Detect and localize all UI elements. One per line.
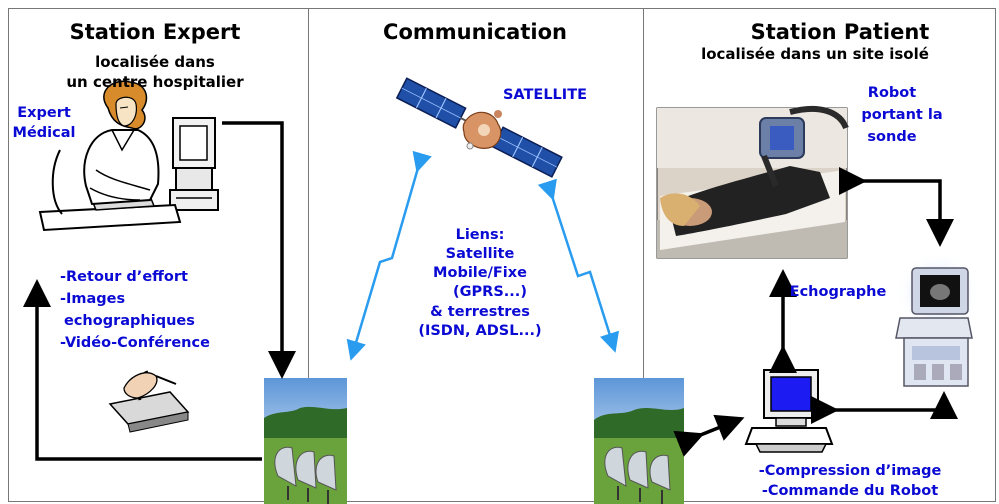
diagram-frame xyxy=(8,8,996,502)
satellite-link-left xyxy=(346,150,432,361)
links-line: & terrestres xyxy=(430,304,530,320)
expert-list-item: -Retour d’effort xyxy=(60,269,188,285)
satellite-label: SATELLITE xyxy=(502,87,587,103)
patient-title: Station Patient xyxy=(750,20,930,44)
doctor-at-computer-icon xyxy=(38,80,219,232)
expert-list-item: -Vidéo-Conférence xyxy=(60,335,210,351)
expert-person-label-line1: Expert xyxy=(17,105,71,121)
robot-label-line: sonde xyxy=(867,129,917,145)
antenna-to-expert-arrow xyxy=(23,279,262,461)
links-line: Mobile/Fixe xyxy=(433,265,527,281)
expert-subtitle-line1: localisée dans xyxy=(95,53,215,71)
echograph-label: Echographe xyxy=(789,284,887,300)
column-divider-left xyxy=(308,8,309,504)
robot-label-line: Robot xyxy=(867,85,917,101)
links-line: (ISDN, ADSL...) xyxy=(418,323,542,339)
antenna-dish-icon xyxy=(594,378,684,504)
communication-title: Communication xyxy=(383,20,567,44)
robot-label-line: portant la xyxy=(861,107,943,123)
computer-echograph-arrow xyxy=(811,391,958,424)
echograph-machine-icon xyxy=(895,252,980,387)
links-line: (GPRS...) xyxy=(453,284,527,300)
links-line: Liens: xyxy=(455,227,505,243)
links-line: Satellite xyxy=(445,246,515,262)
computer-icon xyxy=(744,369,834,453)
satellite-icon xyxy=(395,77,563,178)
expert-subtitle-line2: un centre hospitalier xyxy=(66,73,244,91)
expert-title: Station Expert xyxy=(69,20,241,44)
expert-person-label-line2: Médical xyxy=(12,125,76,141)
patient-subtitle: localisée dans un site isolé xyxy=(701,45,929,63)
patient-list-item: -Commande du Robot xyxy=(761,483,939,499)
robot-probe-photo-icon xyxy=(656,105,849,259)
antenna-dish-icon xyxy=(264,378,347,504)
expert-list-item: echographiques xyxy=(64,313,195,329)
joystick-icon xyxy=(108,370,190,433)
robot-echograph-arrow xyxy=(839,167,954,247)
antenna-computer-arrow xyxy=(673,414,745,457)
expert-list-item: -Images xyxy=(60,291,126,307)
patient-list-item: -Compression d’image xyxy=(758,463,942,479)
satellite-link-right xyxy=(537,178,620,353)
expert-to-antenna-arrow xyxy=(222,121,296,379)
column-divider-right xyxy=(643,8,644,504)
